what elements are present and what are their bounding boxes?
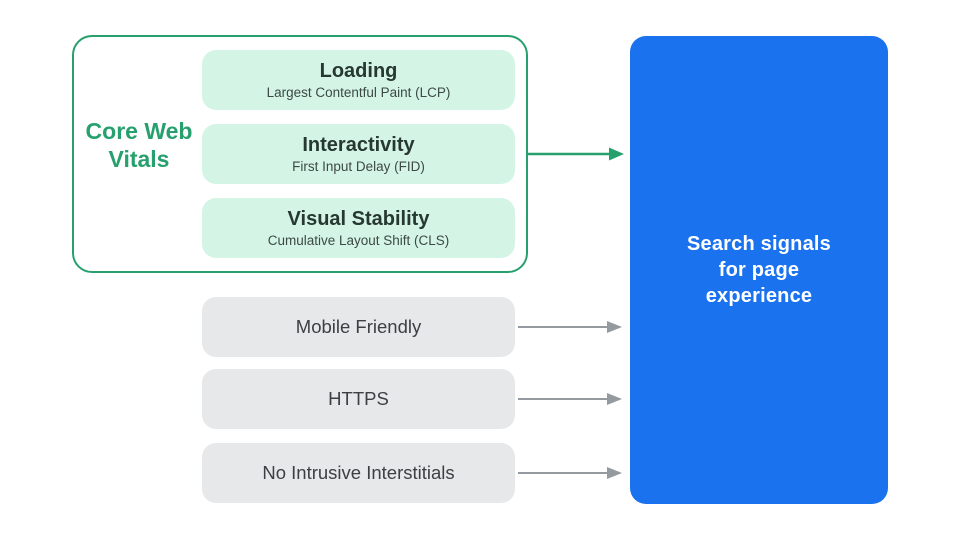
vital-subtitle-lcp: Largest Contentful Paint (LCP) bbox=[266, 85, 451, 100]
signal-mobile-friendly: Mobile Friendly bbox=[202, 297, 515, 357]
signal-label-https: HTTPS bbox=[328, 388, 389, 409]
signal-no-intrusive-interstitials: No Intrusive Interstitials bbox=[202, 443, 515, 503]
https-arrow-icon bbox=[518, 393, 622, 405]
search-signals-line-1: Search signals bbox=[687, 233, 831, 255]
mobile-friendly-arrow-icon bbox=[518, 321, 622, 333]
no-intrusive-interstitials-arrow-icon bbox=[518, 467, 622, 479]
core-web-vitals-label: Core Web Vitals bbox=[85, 118, 193, 172]
vital-card-interactivity: Interactivity First Input Delay (FID) bbox=[202, 124, 515, 184]
core-web-vitals-arrow-icon bbox=[526, 147, 624, 161]
signal-label-mobile-friendly: Mobile Friendly bbox=[295, 316, 422, 337]
search-signals-box: Search signals for page experience bbox=[630, 36, 888, 504]
search-signals-line-2: for page bbox=[718, 259, 800, 281]
vital-card-visual-stability: Visual Stability Cumulative Layout Shift… bbox=[202, 198, 515, 258]
vital-subtitle-cls: Cumulative Layout Shift (CLS) bbox=[267, 233, 450, 248]
signal-https: HTTPS bbox=[202, 369, 515, 429]
vital-subtitle-fid: First Input Delay (FID) bbox=[292, 159, 425, 174]
vital-card-loading: Loading Largest Contentful Paint (LCP) bbox=[202, 50, 515, 110]
vital-title-visual-stability: Visual Stability bbox=[287, 208, 430, 230]
core-web-vitals-group: Core Web Vitals Loading Largest Contentf… bbox=[72, 35, 528, 273]
vital-title-interactivity: Interactivity bbox=[302, 134, 415, 156]
search-signals-line-3: experience bbox=[705, 285, 813, 307]
signal-label-no-intrusive-interstitials: No Intrusive Interstitials bbox=[262, 462, 455, 483]
vital-title-loading: Loading bbox=[319, 60, 398, 82]
search-signals-text: Search signals for page experience bbox=[687, 231, 831, 309]
